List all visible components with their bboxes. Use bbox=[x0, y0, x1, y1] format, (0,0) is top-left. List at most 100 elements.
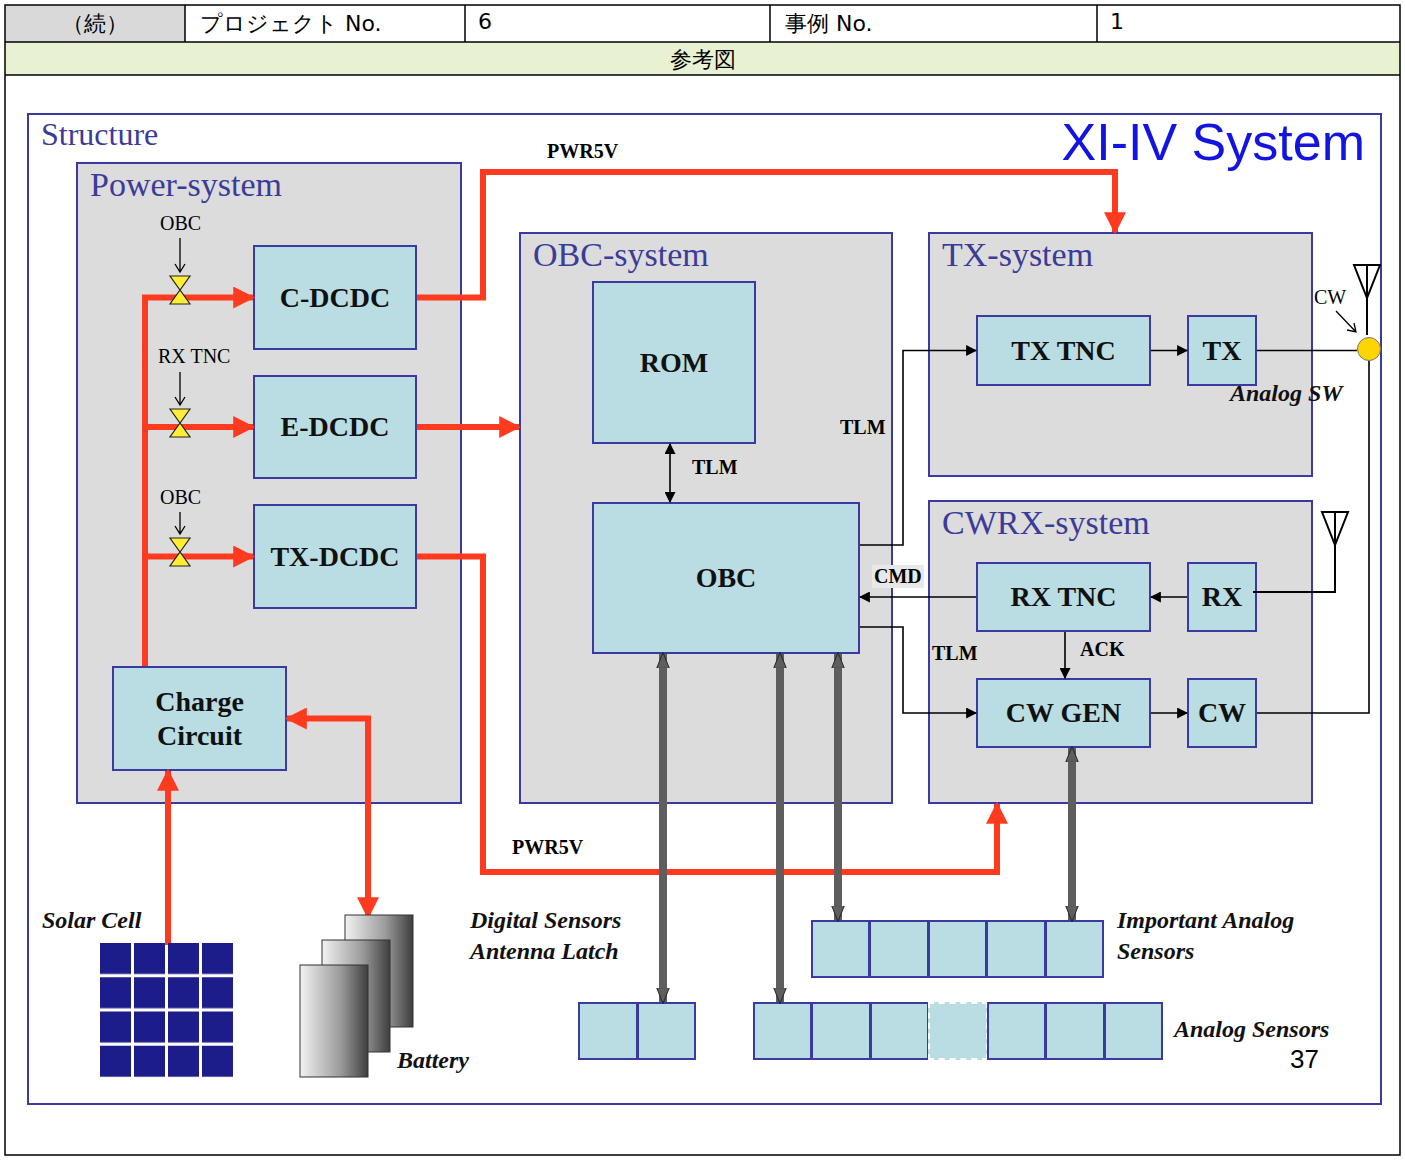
sensor-cell bbox=[928, 920, 987, 978]
component-box: TX TNC bbox=[976, 315, 1151, 386]
box-label: ROM bbox=[640, 346, 708, 380]
sensor-cell bbox=[870, 1002, 929, 1060]
control-arrow bbox=[175, 238, 185, 272]
signal-line bbox=[1257, 361, 1369, 713]
signal-line bbox=[1151, 350, 1187, 352]
signal-line bbox=[860, 627, 976, 713]
part-label: Solar Cell bbox=[42, 905, 141, 936]
part-label: Analog SW bbox=[1230, 380, 1343, 407]
signal-line bbox=[669, 444, 671, 502]
signal-name: CW bbox=[1314, 286, 1346, 309]
battery-cells bbox=[300, 915, 413, 1077]
callout-arrow bbox=[1336, 311, 1356, 332]
sensor-cell bbox=[811, 1002, 870, 1060]
table-rules bbox=[5, 5, 1400, 75]
box-label: RX bbox=[1202, 580, 1242, 614]
sensor-cell bbox=[811, 920, 870, 978]
part-label: Battery bbox=[397, 1045, 469, 1076]
switch-symbol bbox=[170, 409, 190, 437]
sensor-cell bbox=[578, 1002, 638, 1060]
switch-symbol bbox=[170, 538, 190, 566]
sensor-bus bbox=[659, 654, 667, 1002]
power-switches bbox=[170, 276, 190, 566]
sensor-cell bbox=[1045, 1002, 1104, 1060]
solar-panel bbox=[100, 943, 236, 1080]
table-cell: （続） bbox=[5, 9, 185, 39]
sensor-array: Important Analog Sensors bbox=[811, 920, 1103, 978]
signal-name: OBC bbox=[160, 486, 201, 509]
box-label: E-DCDC bbox=[281, 410, 390, 444]
sensor-bus bbox=[776, 654, 784, 1002]
component-box: C-DCDC bbox=[253, 245, 417, 350]
signal-name: RX TNC bbox=[158, 345, 230, 368]
component-box: CW bbox=[1187, 678, 1257, 748]
signal-label: ACK bbox=[1078, 638, 1126, 661]
component-box: E-DCDC bbox=[253, 375, 417, 479]
signal-label: PWR5V bbox=[510, 836, 585, 859]
sensor-cell bbox=[637, 1002, 697, 1060]
part-label: Important Analog Sensors bbox=[1117, 905, 1339, 967]
table-cell: 事例 No. bbox=[785, 9, 873, 39]
power-line bbox=[145, 557, 253, 667]
component-box: TX bbox=[1187, 315, 1257, 386]
solar-cell: Solar Cell bbox=[102, 945, 238, 1082]
sensor-cell bbox=[987, 1002, 1046, 1060]
component-box: RX bbox=[1187, 562, 1257, 632]
signal-line bbox=[860, 596, 976, 598]
table-rule bbox=[1096, 5, 1098, 42]
signal-name: OBC bbox=[160, 212, 201, 235]
sensor-cell bbox=[753, 1002, 812, 1060]
table-cell: プロジェクト No. bbox=[200, 9, 382, 39]
part-label: Digital Sensors Antenna Latch bbox=[470, 905, 660, 967]
sensor-bus bbox=[1068, 748, 1076, 920]
signal-label: TLM bbox=[838, 416, 888, 439]
sensor-cell bbox=[1104, 1002, 1163, 1060]
group-heading: OBC-system bbox=[533, 236, 709, 274]
power-line bbox=[145, 298, 253, 667]
component-box: OBC bbox=[592, 502, 860, 654]
analog-switch: Analog SW bbox=[1357, 337, 1381, 361]
component-box: TX-DCDC bbox=[253, 504, 417, 609]
sensor-cell bbox=[869, 920, 928, 978]
power-line bbox=[145, 427, 253, 666]
box-label: CW bbox=[1198, 696, 1246, 730]
antenna-symbol bbox=[1253, 512, 1348, 592]
header-cell bbox=[5, 5, 185, 42]
power-line bbox=[417, 424, 519, 430]
sensor-cell bbox=[928, 1002, 987, 1060]
box-label: Charge Circuit bbox=[114, 685, 285, 752]
battery: Battery bbox=[302, 917, 417, 1082]
power-line bbox=[417, 557, 997, 873]
table-cell: 1 bbox=[1110, 9, 1124, 34]
battery-cell bbox=[322, 940, 390, 1052]
box-label: TX-DCDC bbox=[270, 540, 399, 574]
header-row bbox=[5, 42, 1400, 75]
table-rule bbox=[184, 5, 186, 42]
part-label: Analog Sensors bbox=[1174, 1014, 1329, 1045]
subsystem-box: Power-systemC-DCDC E-DCDC TX-DCDC Charge Ci… bbox=[76, 162, 462, 804]
component-box: RX TNC bbox=[976, 562, 1151, 632]
signal-label: CMD bbox=[872, 565, 924, 588]
box-label: C-DCDC bbox=[280, 281, 390, 315]
antennas bbox=[1253, 265, 1380, 592]
signal-line bbox=[1257, 350, 1357, 352]
page-number: 37 bbox=[1290, 1044, 1319, 1075]
structure-frame: StructurePower-systemC-DCDC E-DCDC TX-DCDC… bbox=[27, 113, 1382, 1105]
group-heading: CWRX-system bbox=[942, 504, 1150, 542]
power-line bbox=[287, 719, 368, 918]
table-cell: 参考図 bbox=[5, 45, 1400, 75]
box-label: RX TNC bbox=[1010, 580, 1116, 614]
table-rule bbox=[464, 5, 466, 42]
component-box: Charge Circuit bbox=[112, 666, 287, 771]
signal-line bbox=[1064, 632, 1066, 678]
page-frame bbox=[5, 5, 1400, 1155]
group-heading: Structure bbox=[41, 116, 158, 153]
box-label: TX bbox=[1203, 334, 1242, 368]
signal-label: PWR5V bbox=[545, 140, 620, 163]
signal-line bbox=[1151, 596, 1187, 598]
signal-line bbox=[860, 351, 976, 546]
group-heading: Power-system bbox=[90, 166, 282, 204]
table-rule bbox=[5, 41, 1400, 43]
power-line bbox=[417, 172, 1115, 298]
